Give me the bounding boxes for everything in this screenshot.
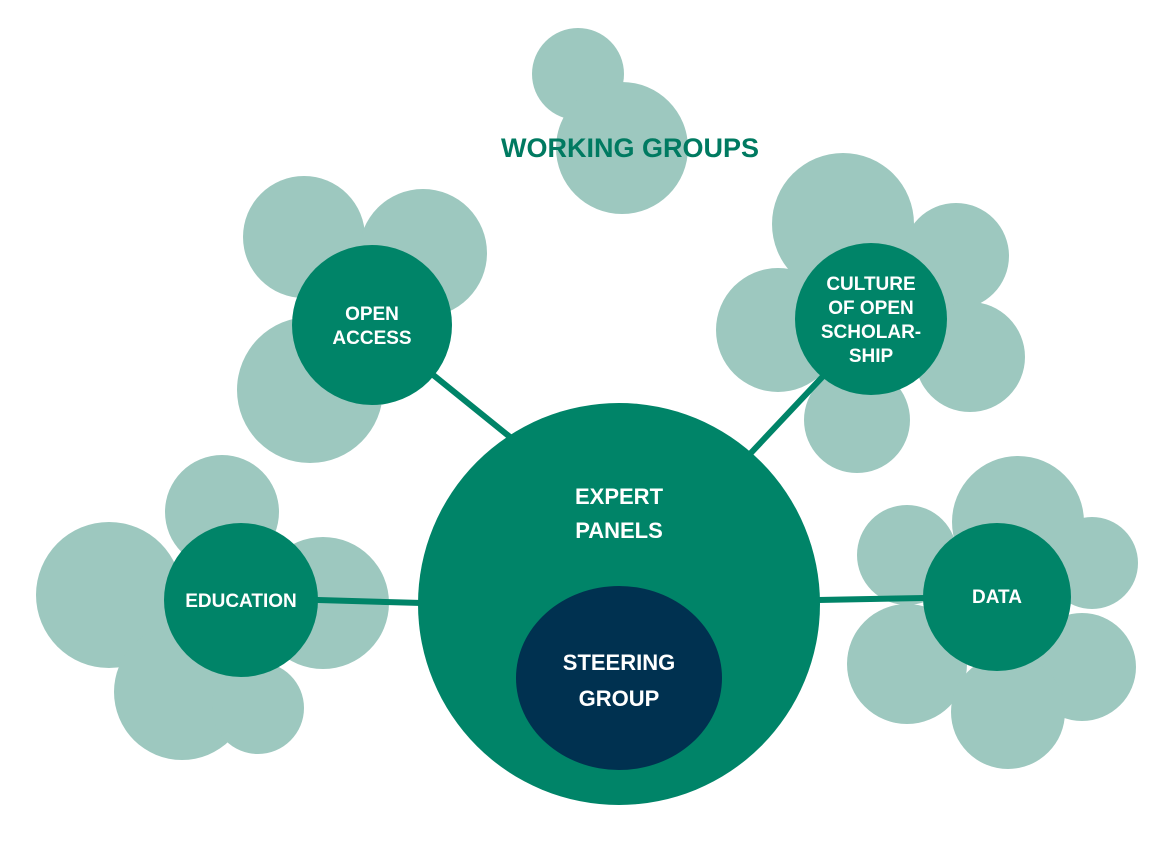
connector-education: [315, 597, 425, 606]
page-title: WORKING GROUPS: [501, 133, 759, 163]
title-cloud: [532, 28, 688, 214]
connector-culture: [746, 369, 830, 458]
connector-data: [815, 595, 928, 603]
culture-label-line4: SHIP: [849, 346, 894, 367]
data-node: [923, 523, 1071, 671]
data-label: DATA: [972, 587, 1022, 608]
expert-panels-label-line2: PANELS: [575, 518, 663, 543]
education-label: EDUCATION: [185, 591, 297, 612]
steering-group-ellipse: [516, 586, 722, 770]
steering-group-label-line2: GROUP: [579, 686, 660, 711]
open-access-label-line2: ACCESS: [332, 328, 411, 349]
open-access-label-line1: OPEN: [345, 304, 399, 325]
connector-open-access: [429, 371, 513, 440]
connectors: [315, 369, 928, 606]
open-access-node: [292, 245, 452, 405]
culture-node: [795, 243, 947, 395]
steering-group-label-line1: STEERING: [563, 650, 675, 675]
education-node: [164, 523, 318, 677]
culture-label-line1: CULTURE: [826, 274, 915, 295]
expert-panels-label-line1: EXPERT: [575, 484, 664, 509]
culture-label-line3: SCHOLAR-: [821, 322, 921, 343]
culture-label-line2: OF OPEN: [828, 298, 914, 319]
